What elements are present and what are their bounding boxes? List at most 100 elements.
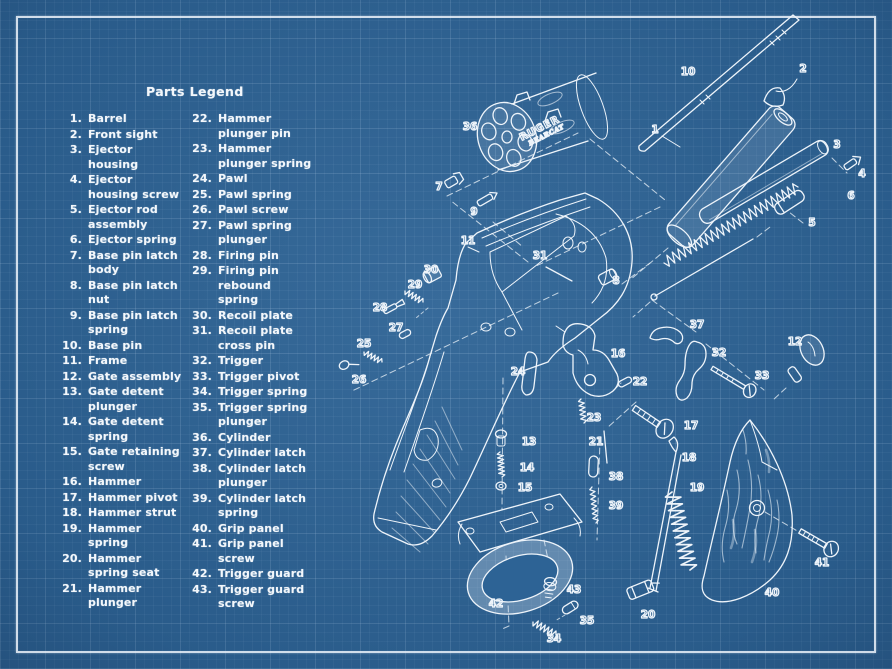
legend-item-number: 26. bbox=[192, 203, 212, 216]
legend-item-12: 12.Gate assembly bbox=[54, 370, 206, 385]
part-front-sight bbox=[763, 78, 798, 107]
callout-4: 4 bbox=[858, 168, 865, 180]
callout-20: 20 bbox=[641, 609, 656, 621]
callout-10: 10 bbox=[681, 66, 696, 78]
part-gate-detent-plunger bbox=[495, 481, 507, 491]
part-ejector-rod-assembly bbox=[650, 189, 805, 301]
callout-43: 43 bbox=[567, 584, 582, 596]
part-hammer-plunger-pin bbox=[617, 376, 633, 388]
part-pawl bbox=[521, 351, 538, 396]
legend-item-number: 3. bbox=[69, 143, 82, 156]
legend-item-label: Recoil plate bbox=[218, 308, 293, 322]
callout-22: 22 bbox=[633, 376, 648, 388]
legend-item-11: 11.Frame bbox=[54, 354, 206, 369]
legend-item-number: 36. bbox=[192, 430, 212, 444]
legend-item-label: Barrel bbox=[88, 112, 127, 125]
legend-item-36: 36. Cylinder bbox=[184, 431, 320, 446]
part-pawl-screw bbox=[338, 360, 360, 371]
legend-item-number: 38. bbox=[192, 461, 212, 475]
part-base-pin-latch-body bbox=[444, 171, 465, 189]
legend-item-number: 6. bbox=[69, 233, 82, 246]
legend-item-label: Hammer pivot bbox=[88, 490, 178, 504]
legend-item-1: 1.Barrel bbox=[54, 112, 206, 127]
callout-15: 15 bbox=[518, 482, 533, 494]
part-recoil-plate bbox=[422, 265, 443, 284]
blueprint-border bbox=[16, 16, 876, 653]
legend-item-number: 10. bbox=[62, 338, 82, 352]
legend-item-number: 16. bbox=[62, 475, 82, 488]
legend-item-number: 4. bbox=[69, 173, 82, 186]
legend-item-label: Firing pin bbox=[218, 248, 279, 262]
callout-37: 37 bbox=[690, 319, 705, 331]
part-trigger-guard-screw bbox=[543, 576, 558, 599]
part-trigger bbox=[675, 340, 707, 401]
legend-item-number: 22. bbox=[192, 112, 212, 125]
legend-item-label: Hammer bbox=[88, 475, 142, 488]
legend-item-number: 34. bbox=[192, 385, 212, 398]
legend-item-16: 16. Hammer bbox=[54, 475, 206, 490]
callout-29: 29 bbox=[408, 279, 423, 291]
legend-item-26: 26.Pawl screw bbox=[184, 203, 320, 218]
legend-item-number: 8. bbox=[69, 278, 82, 292]
callout-11: 11 bbox=[461, 235, 476, 247]
part-ejector-housing-screw bbox=[843, 155, 862, 171]
callout-34: 34 bbox=[547, 633, 562, 645]
part-pawl-spring bbox=[363, 350, 383, 364]
legend-item-label: Pawl spring bbox=[218, 187, 292, 201]
part-trigger-spring-plunger bbox=[561, 600, 579, 615]
legend-item-number: 29. bbox=[192, 264, 212, 277]
part-trigger-pivot bbox=[710, 365, 757, 399]
legend-item-number: 25. bbox=[192, 187, 212, 201]
legend-item-label: Trigger spring bbox=[218, 385, 308, 398]
callout-14: 14 bbox=[520, 462, 535, 474]
part-cylinder: RUGER BEARCAT bbox=[476, 72, 609, 173]
legend-item-label: Trigger pivot bbox=[218, 369, 300, 383]
part-cylinder-latch bbox=[649, 326, 684, 345]
callout-13: 13 bbox=[522, 436, 537, 448]
callout-33: 33 bbox=[755, 370, 770, 382]
legend-item-number: 11. bbox=[62, 354, 82, 367]
legend-item-label: Grip panel bbox=[218, 521, 284, 535]
part-hammer-plunger bbox=[603, 430, 608, 464]
cylinder-notch bbox=[544, 108, 562, 122]
legend-item-label: Cylinder bbox=[218, 430, 271, 444]
callout-41: 41 bbox=[815, 557, 830, 569]
callout-30: 30 bbox=[424, 264, 439, 276]
callout-numbers: 1234567891011121314151617181920212223242… bbox=[351, 62, 866, 645]
part-firing-pin-rebound-spring bbox=[404, 289, 424, 304]
legend-item-32: 32.Trigger bbox=[184, 354, 320, 369]
part-grip-panel-screw bbox=[798, 528, 840, 558]
legend-item-number: 33. bbox=[192, 369, 212, 383]
callout-6: 6 bbox=[847, 190, 854, 202]
callout-36: 36 bbox=[463, 121, 478, 133]
callout-27: 27 bbox=[389, 322, 404, 334]
callout-38: 38 bbox=[609, 471, 624, 483]
legend-item-2: 2.Front sight bbox=[54, 128, 206, 143]
part-hammer-spring bbox=[664, 491, 698, 571]
legend-item-number: 35. bbox=[192, 400, 212, 414]
legend-item-number: 30. bbox=[192, 308, 212, 322]
